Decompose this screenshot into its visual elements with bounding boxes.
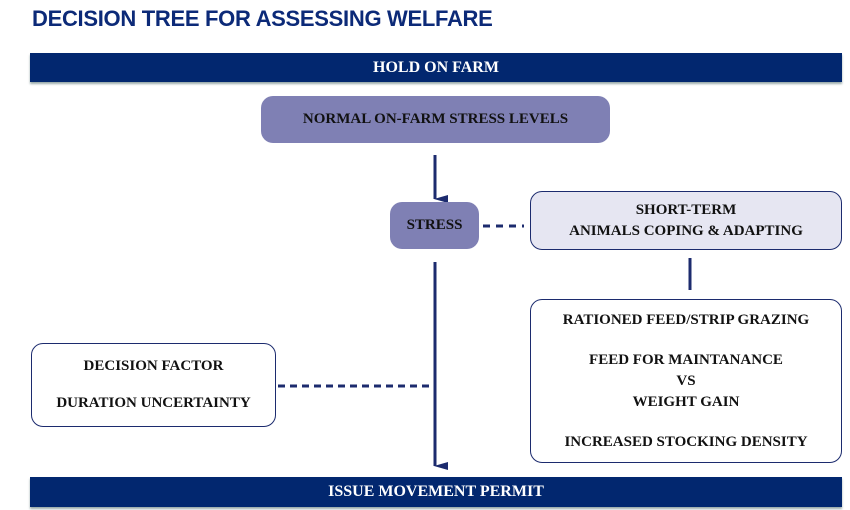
page-title: DECISION TREE FOR ASSESSING WELFARE <box>32 6 493 31</box>
hold-on-farm-bar: HOLD ON FARM <box>30 53 842 82</box>
short-term-line1: SHORT-TERM <box>635 201 737 218</box>
measure-feed-maintenance: FEED FOR MAINTANANCE <box>589 352 783 368</box>
decision-factor-label: DECISION FACTOR <box>83 358 224 374</box>
normal-stress-box: NORMAL ON-FARM STRESS LEVELS <box>261 96 610 143</box>
duration-uncertainty-label: DURATION UNCERTAINTY <box>56 395 251 411</box>
normal-stress-label: NORMAL ON-FARM STRESS LEVELS <box>302 111 569 127</box>
stress-box: STRESS <box>390 202 479 249</box>
measures-box: RATIONED FEED/STRIP GRAZING FEED FOR MAI… <box>530 299 842 463</box>
measure-weight-gain: WEIGHT GAIN <box>632 394 740 410</box>
decision-factor-box: DECISION FACTOR DURATION UNCERTAINTY <box>31 343 276 427</box>
short-term-line2: ANIMALS COPING & ADAPTING <box>569 222 803 239</box>
measure-stocking-density: INCREASED STOCKING DENSITY <box>564 434 808 450</box>
measure-vs: VS <box>676 373 696 389</box>
issue-permit-bar: ISSUE MOVEMENT PERMIT <box>30 477 842 507</box>
stress-label: STRESS <box>406 217 463 233</box>
short-term-box: SHORT-TERM ANIMALS COPING & ADAPTING <box>530 191 842 250</box>
measure-rationed-feed: RATIONED FEED/STRIP GRAZING <box>562 312 810 328</box>
